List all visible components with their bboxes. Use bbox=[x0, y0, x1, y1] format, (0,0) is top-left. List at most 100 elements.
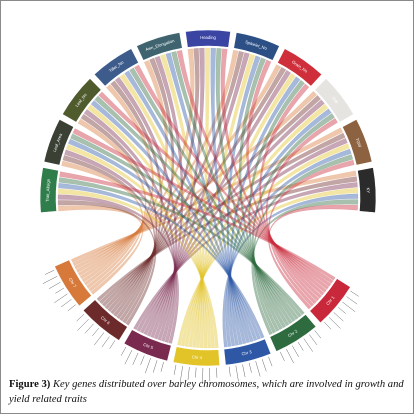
chromosome-segment bbox=[54, 259, 92, 307]
gene-tick bbox=[67, 304, 76, 312]
chromosome-label: Chr 3 bbox=[241, 349, 253, 356]
trait-segment bbox=[277, 48, 323, 87]
trait-label: Spikelet_No bbox=[245, 39, 269, 51]
chromosome-label: Chr 2 bbox=[287, 328, 299, 338]
chord-ribbon bbox=[57, 194, 179, 344]
chord-ribbon bbox=[80, 113, 158, 322]
gene-tick bbox=[195, 367, 197, 378]
gene-tick bbox=[84, 323, 94, 334]
gene-tick bbox=[297, 342, 304, 351]
trait-label: Leaf_Area bbox=[52, 132, 64, 152]
chord-ribbon bbox=[133, 181, 358, 331]
chord-ribbon bbox=[227, 108, 332, 347]
gene-tick bbox=[76, 314, 85, 322]
gene-tick bbox=[248, 362, 252, 373]
chord-ribbon bbox=[110, 48, 200, 315]
chord-ribbon bbox=[58, 205, 144, 295]
gene-tick bbox=[350, 290, 359, 297]
chromosome-segment bbox=[223, 338, 272, 366]
gene-tick bbox=[314, 330, 322, 339]
gene-tick bbox=[94, 332, 105, 346]
trait-label: Heading bbox=[200, 35, 216, 40]
chord-ribbon bbox=[107, 51, 245, 312]
chord-ribbon bbox=[114, 76, 178, 341]
chord-ribbon bbox=[153, 55, 184, 340]
chord-ribbon bbox=[64, 149, 177, 343]
chromosome-label: Chr 1 bbox=[325, 295, 336, 307]
chord-ribbon bbox=[226, 55, 261, 345]
chord-ribbon bbox=[171, 51, 293, 325]
gene-tick bbox=[242, 364, 246, 378]
trait-segment bbox=[185, 29, 231, 48]
chord-ribbon bbox=[61, 160, 144, 292]
gene-tick bbox=[145, 357, 151, 374]
chord-ribbon bbox=[83, 109, 176, 342]
gene-tick bbox=[77, 318, 89, 331]
chromosome-segment bbox=[123, 329, 172, 362]
gene-tick bbox=[48, 282, 61, 289]
trait-segment bbox=[61, 78, 102, 123]
chord-ribbon bbox=[188, 73, 296, 348]
chord-ribbon bbox=[215, 48, 290, 327]
gene-tick bbox=[255, 361, 261, 377]
gene-tick bbox=[109, 340, 116, 349]
chord-ribbon bbox=[76, 64, 282, 273]
chord-ribbon bbox=[58, 182, 265, 339]
gene-tick bbox=[309, 334, 318, 346]
chord-ribbon bbox=[150, 47, 205, 339]
chord-ribbon bbox=[165, 52, 251, 344]
chord-ribbon bbox=[268, 159, 355, 307]
trait-segment bbox=[93, 48, 139, 87]
chord-ribbon bbox=[252, 154, 354, 334]
gene-tick bbox=[44, 270, 55, 275]
trait-segment bbox=[357, 167, 377, 213]
chord-ribbon bbox=[225, 148, 352, 347]
chord-ribbon bbox=[99, 132, 346, 305]
chord-ribbon bbox=[184, 103, 329, 347]
chord-ribbon bbox=[57, 200, 157, 326]
gene-tick bbox=[180, 366, 183, 382]
gene-tick bbox=[235, 365, 239, 382]
gene-tick bbox=[55, 287, 64, 294]
chord-ribbon bbox=[72, 128, 334, 284]
gene-tick bbox=[303, 338, 313, 352]
gene-tick bbox=[92, 328, 99, 337]
chord-ribbon bbox=[58, 177, 305, 316]
chord-ribbon bbox=[81, 59, 168, 283]
chromosome-label: Chr 6 bbox=[100, 315, 112, 326]
chord-ribbon bbox=[265, 117, 338, 305]
chord-ribbon bbox=[79, 48, 195, 280]
gene-tick bbox=[333, 312, 344, 322]
gene-tick bbox=[346, 296, 358, 305]
chord-ribbon bbox=[74, 90, 318, 270]
chord-ribbon bbox=[136, 137, 348, 332]
ribbon-layer bbox=[57, 47, 359, 349]
trait-segment bbox=[314, 78, 355, 123]
chromosome-label: Chr 5 bbox=[143, 342, 155, 351]
chromosome-label: Chr 7 bbox=[68, 277, 78, 289]
chord-ribbon bbox=[268, 204, 359, 310]
gene-tick bbox=[173, 364, 177, 375]
figure-caption: Figure 3) Key genes distributed over bar… bbox=[9, 377, 407, 407]
caption-text: Key genes distributed over barley chromo… bbox=[9, 379, 404, 405]
gene-tick bbox=[338, 307, 347, 314]
chord-ribbon bbox=[96, 176, 358, 302]
chord-ribbon bbox=[83, 84, 154, 286]
chord-ribbon bbox=[77, 118, 147, 289]
chord-ribbon bbox=[94, 95, 299, 320]
chord-ribbon bbox=[129, 67, 296, 323]
gene-tick bbox=[42, 276, 58, 284]
chord-ribbon bbox=[57, 188, 219, 349]
chord-ribbon bbox=[70, 133, 302, 318]
chord-ribbon bbox=[124, 70, 254, 343]
trait-label: GW bbox=[331, 96, 339, 105]
gene-tick bbox=[132, 352, 139, 365]
gene-tick bbox=[187, 366, 190, 380]
gene-tick bbox=[280, 351, 285, 362]
gene-tick bbox=[152, 360, 158, 373]
chord-ribbon bbox=[146, 52, 250, 337]
chord-ribbon bbox=[251, 199, 359, 336]
chord-ribbon bbox=[98, 91, 332, 287]
